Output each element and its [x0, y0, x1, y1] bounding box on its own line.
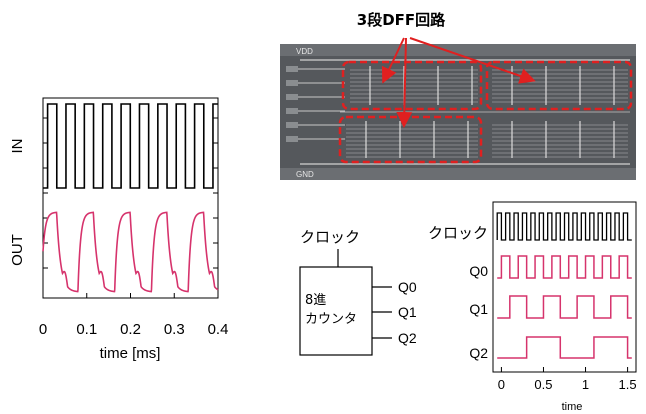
out-axis-label: OUT — [9, 234, 26, 266]
dff-box-3 — [338, 115, 483, 164]
left-chart-xlabel: time [ms] — [100, 345, 161, 362]
arrow-to-dff-3 — [396, 37, 413, 128]
counter-out-q0: Q0 — [398, 279, 417, 295]
chip-photo: VDD GND — [280, 44, 636, 180]
right-chart-label-q2: Q2 — [469, 345, 488, 361]
right-chart: クロック Q0 Q1 Q2 0 0.5 1 1.5 time — [428, 201, 637, 413]
dff-box-1 — [341, 60, 483, 111]
counter-block — [299, 266, 373, 356]
right-chart-label-q1: Q1 — [469, 301, 488, 317]
counter-diagram: クロック 8進 カウンタ Q0 Q1 Q2 — [299, 228, 417, 356]
gnd-label: GND — [296, 170, 314, 179]
chip-wiring — [298, 59, 630, 165]
counter-label-line2: カウンタ — [305, 312, 357, 327]
counter-clock-label: クロック — [300, 228, 360, 246]
arrow-to-dff-2 — [409, 37, 536, 84]
counter-label-line1: 8進 — [305, 293, 326, 308]
left-xtick-label: 0.4 — [208, 321, 229, 338]
out-trace — [42, 211, 219, 293]
right-chart-label-clock: クロック — [428, 224, 488, 242]
pointer-arrows — [381, 37, 536, 128]
right-xtick-label: 0.5 — [534, 377, 552, 392]
right-xtick-label: 1 — [582, 377, 589, 392]
left-chart-xticks: 0 0.1 0.2 0.3 0.4 — [39, 293, 229, 338]
right-chart-label-q0: Q0 — [469, 263, 488, 279]
right-chart-xlabel: time — [562, 401, 583, 413]
q2-trace — [497, 336, 632, 359]
left-xtick-label: 0 — [39, 321, 47, 338]
arrow-to-dff-1 — [381, 37, 405, 84]
in-trace — [43, 103, 218, 189]
dff-title: 3段DFF回路 — [357, 11, 446, 29]
q0-trace — [497, 255, 632, 279]
left-xtick-label: 0.2 — [120, 321, 141, 338]
left-chart: IN OUT 0 0.1 0.2 0.3 0.4 time [ms] — [9, 97, 229, 362]
right-xtick-label: 1.5 — [619, 377, 637, 392]
right-chart-xticks: 0 0.5 1 1.5 — [498, 367, 637, 392]
left-xtick-label: 0.3 — [164, 321, 185, 338]
counter-out-q1: Q1 — [398, 304, 417, 320]
counter-out-q2: Q2 — [398, 330, 417, 346]
dff-box-2 — [485, 60, 633, 111]
vdd-label: VDD — [296, 47, 313, 56]
right-xtick-label: 0 — [498, 377, 505, 392]
right-chart-frame — [492, 201, 637, 373]
left-xtick-label: 0.1 — [76, 321, 97, 338]
q1-trace — [497, 295, 632, 319]
in-axis-label: IN — [9, 139, 26, 154]
chip-pads — [286, 66, 298, 142]
clock-trace — [496, 212, 632, 241]
